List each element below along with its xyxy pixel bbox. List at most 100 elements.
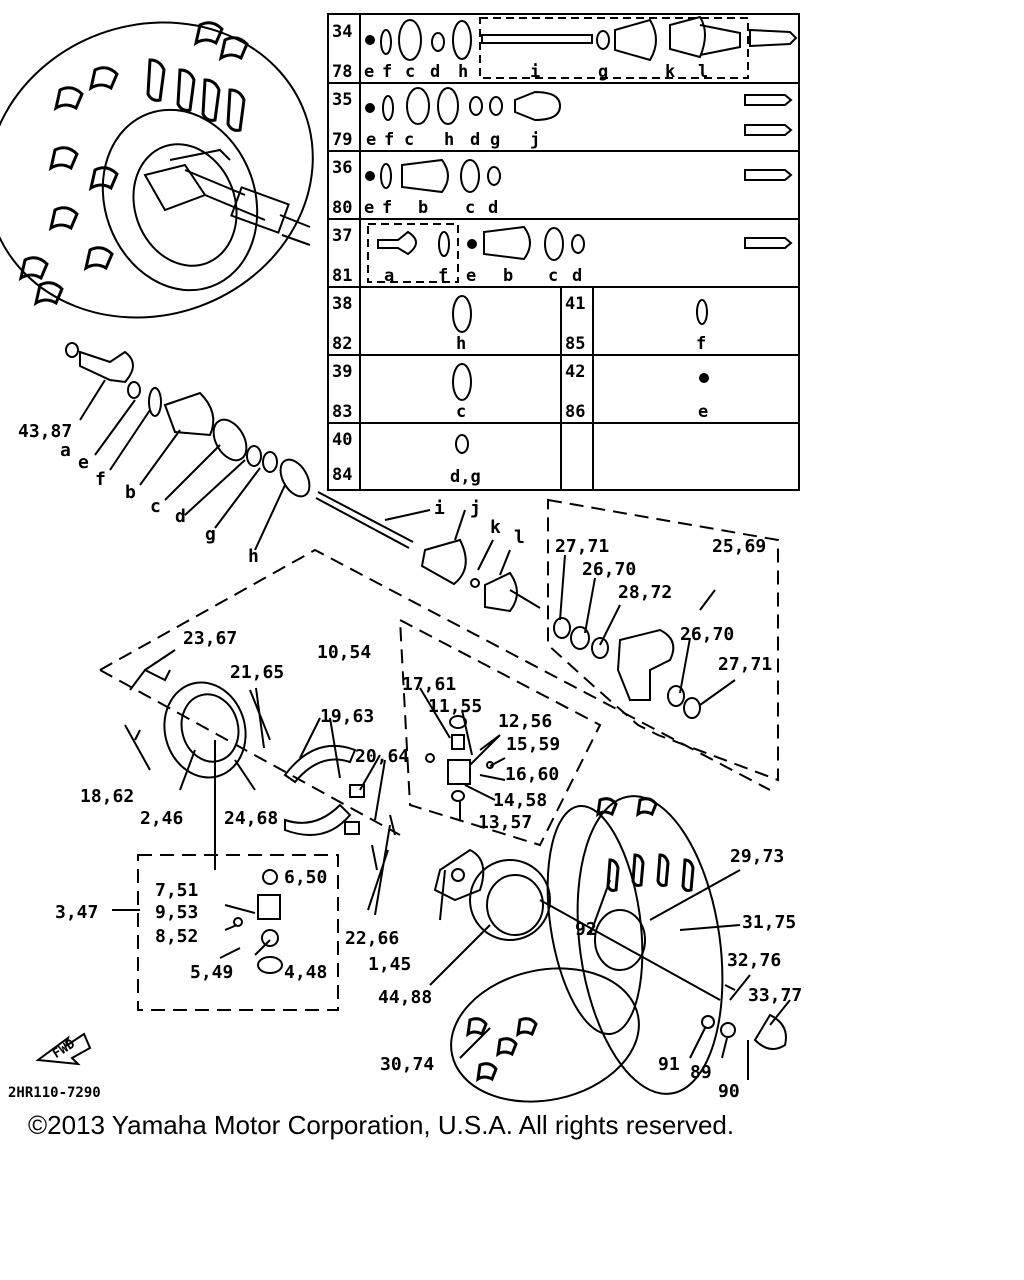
- callout-16-60: 16,60: [505, 764, 559, 785]
- row34-letter-k: k: [665, 62, 675, 82]
- callout-d: d: [175, 506, 186, 527]
- row35-letter-d: d: [470, 130, 480, 150]
- callout-b: b: [125, 482, 136, 503]
- callout-20-64: 20,64: [355, 746, 409, 767]
- row35-letter-e: e: [366, 130, 376, 150]
- callout-9-53: 9,53: [155, 902, 198, 923]
- callout-19-63: 19,63: [320, 706, 374, 727]
- callout-21-65: 21,65: [230, 662, 284, 683]
- row34-letter-c: c: [405, 62, 415, 82]
- table-row-41-bottom: 85: [565, 334, 585, 354]
- callout-f: f: [95, 469, 106, 490]
- callout-23-67: 23,67: [183, 628, 237, 649]
- table-row-34-bottom: 78: [332, 62, 352, 82]
- callout-4-48: 4,48: [284, 962, 327, 983]
- callout-k: k: [490, 517, 501, 538]
- row34-letter-g: g: [598, 62, 608, 82]
- row38-letter-h: h: [456, 334, 466, 354]
- table-row-39-bottom: 83: [332, 402, 352, 422]
- callout-14-58: 14,58: [493, 790, 547, 811]
- row34-letter-h: h: [458, 62, 468, 82]
- callout-92: 92: [575, 919, 597, 940]
- copyright-notice: ©2013 Yamaha Motor Corporation, U.S.A. A…: [28, 1110, 735, 1140]
- brake-group: [99, 548, 771, 916]
- callout-27-71-bottom: 27,71: [718, 654, 772, 675]
- callout-5-49: 5,49: [190, 962, 233, 983]
- brake-valve-group: [112, 854, 339, 1011]
- row40-letter-dg: d,g: [450, 467, 481, 487]
- callout-11-55: 11,55: [428, 696, 482, 717]
- callout-18-62: 18,62: [80, 786, 134, 807]
- row35-letter-f: f: [384, 130, 394, 150]
- knuckle-group: [547, 498, 779, 782]
- callout-22-66: 22,66: [345, 928, 399, 949]
- wheel-cylinder-group: [398, 618, 602, 847]
- row36-letter-b: b: [418, 198, 428, 218]
- row35-letter-g: g: [490, 130, 500, 150]
- callout-43-87: 43,87: [18, 421, 72, 442]
- callout-25-69: 25,69: [712, 536, 766, 557]
- row37-letter-c: c: [548, 266, 558, 286]
- callout-c: c: [150, 496, 161, 517]
- row34-letter-f: f: [382, 62, 392, 82]
- callout-31-75: 31,75: [742, 912, 796, 933]
- row35-letter-h: h: [444, 130, 454, 150]
- row35-letter-j: j: [530, 130, 540, 150]
- callout-28-72: 28,72: [618, 582, 672, 603]
- table-row-40-bottom: 84: [332, 465, 352, 485]
- callout-17-61: 17,61: [402, 674, 456, 695]
- callout-15-59: 15,59: [506, 734, 560, 755]
- callout-29-73: 29,73: [730, 846, 784, 867]
- row35-letter-c: c: [404, 130, 414, 150]
- table-row-40-top: 40: [332, 430, 352, 450]
- callout-13-57: 13,57: [478, 812, 532, 833]
- callout-j: j: [470, 498, 481, 519]
- row36-letter-c: c: [465, 198, 475, 218]
- callout-l: l: [514, 527, 525, 548]
- table-row-34-top: 34: [332, 22, 352, 42]
- callout-e: e: [78, 452, 89, 473]
- row34-letter-l: l: [698, 62, 708, 82]
- callout-27-71-top: 27,71: [555, 536, 609, 557]
- row42-letter-e: e: [698, 402, 708, 422]
- callout-6-50: 6,50: [284, 867, 327, 888]
- table-row-39-top: 39: [332, 362, 352, 382]
- callout-32-76: 32,76: [727, 950, 781, 971]
- table-row-35-top: 35: [332, 90, 352, 110]
- callout-i: i: [434, 498, 445, 519]
- callout-91: 91: [658, 1054, 680, 1075]
- row37-letter-d: d: [572, 266, 582, 286]
- table-row-35-bottom: 79: [332, 130, 352, 150]
- callout-44-88: 44,88: [378, 987, 432, 1008]
- callout-10-54: 10,54: [317, 642, 371, 663]
- row34-letter-e: e: [364, 62, 374, 82]
- row41-letter-f: f: [696, 334, 706, 354]
- table-row-38-bottom: 82: [332, 334, 352, 354]
- callout-7-51: 7,51: [155, 880, 198, 901]
- row34-letter-i: i: [530, 62, 540, 82]
- table-row-41-top: 41: [565, 294, 585, 314]
- row37-letter-f: f: [438, 266, 448, 286]
- lower-wheel-illustration: [429, 795, 791, 1103]
- row34-letter-d: d: [430, 62, 440, 82]
- callout-30-74: 30,74: [380, 1054, 434, 1075]
- row36-letter-f: f: [382, 198, 392, 218]
- callout-8-52: 8,52: [155, 926, 198, 947]
- callout-g: g: [205, 524, 216, 545]
- row37-letter-b: b: [503, 266, 513, 286]
- callout-a: a: [60, 440, 71, 461]
- forward-arrow-icon: FWD: [35, 1032, 92, 1066]
- callout-3-47: 3,47: [55, 902, 98, 923]
- callout-90: 90: [718, 1081, 740, 1102]
- table-row-38-top: 38: [332, 294, 352, 314]
- table-row-37-bottom: 81: [332, 266, 352, 286]
- upper-wheel-illustration: [0, 21, 314, 319]
- table-row-37-top: 37: [332, 226, 352, 246]
- table-row-36-bottom: 80: [332, 198, 352, 218]
- callout-2-46: 2,46: [140, 808, 183, 829]
- callout-33-77: 33,77: [748, 985, 802, 1006]
- callout-12-56: 12,56: [498, 711, 552, 732]
- callout-89: 89: [690, 1062, 712, 1083]
- row37-letter-a: a: [384, 266, 394, 286]
- row37-letter-e: e: [466, 266, 476, 286]
